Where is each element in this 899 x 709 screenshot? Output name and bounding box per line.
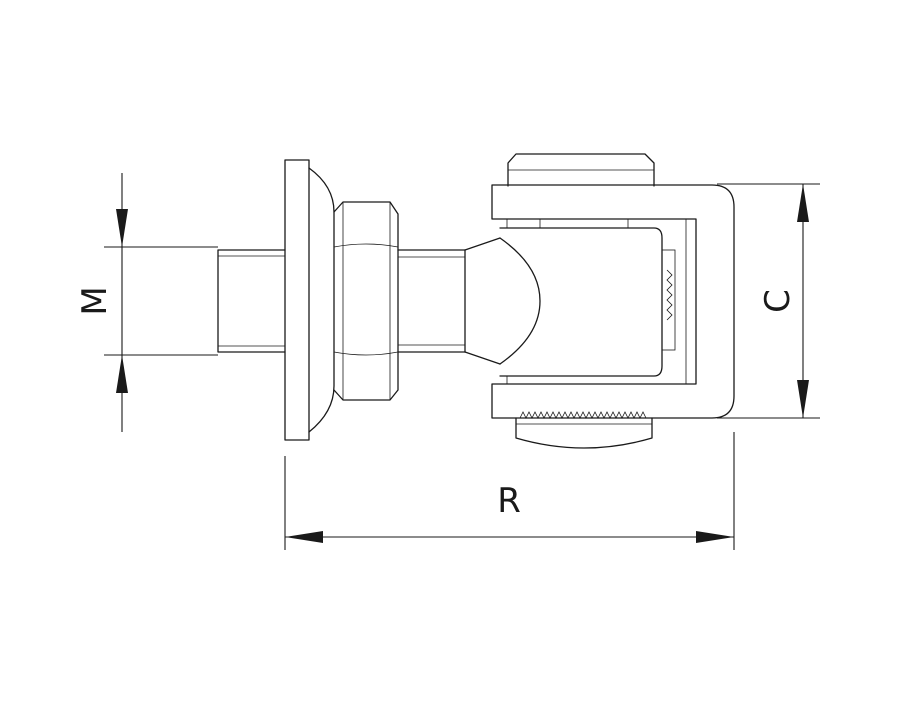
c-arrow-bottom — [797, 380, 809, 418]
u-bracket — [491, 184, 735, 419]
dimension-c: C — [717, 183, 820, 419]
hinge-barrel — [499, 219, 676, 384]
m-arrow-bottom — [116, 355, 128, 393]
m-arrow-top — [116, 209, 128, 247]
top-knuckle-cap — [507, 153, 655, 187]
bottom-knurled-knob — [515, 411, 653, 449]
r-arrow-right — [696, 531, 734, 543]
threaded-shank — [217, 249, 286, 353]
flange-washer — [284, 159, 335, 441]
r-arrow-left — [285, 531, 323, 543]
dimension-r: R — [284, 432, 735, 550]
hex-nut — [333, 201, 399, 401]
c-arrow-top — [797, 184, 809, 222]
r-label: R — [497, 481, 521, 521]
dimension-m: M — [75, 173, 218, 432]
c-label: C — [758, 289, 798, 313]
shaft — [397, 237, 541, 365]
m-label: M — [75, 286, 115, 315]
